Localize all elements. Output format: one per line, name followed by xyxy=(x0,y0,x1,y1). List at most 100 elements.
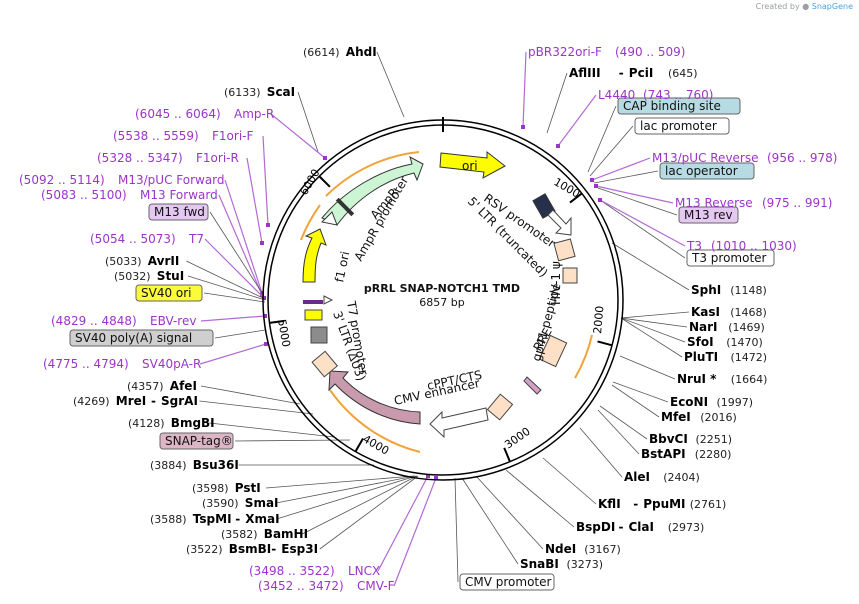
leader-bbvci xyxy=(599,405,648,440)
primer-ampr_p: Amp-R xyxy=(234,107,274,121)
primer-range-t7p: (5054 .. 5073) xyxy=(90,232,176,246)
leader-f1ori_f xyxy=(262,135,269,226)
feature-box-lacprom[interactable] xyxy=(634,117,730,135)
leader-avrii xyxy=(186,260,266,300)
leader-f1ori_r xyxy=(246,157,263,244)
primer-range-m13puc_f: (5092 .. 5114) xyxy=(19,173,105,187)
leader-m13_f xyxy=(218,194,263,296)
feature-sv40polya: SV40 poly(A) signal xyxy=(75,331,192,345)
arc-gp41 xyxy=(574,334,593,379)
feature-box-m13rev[interactable] xyxy=(678,206,739,224)
leader-stui xyxy=(187,275,266,301)
feature-box-lacop[interactable] xyxy=(659,162,755,180)
tick-mark-5000 xyxy=(269,319,285,324)
cppt-feature[interactable] xyxy=(486,393,514,421)
tick-mark-2000 xyxy=(597,340,613,347)
feature-m13fwd: M13 fwd xyxy=(154,205,205,219)
enzyme-kasi: KasI xyxy=(691,305,720,319)
primer-site-t7p xyxy=(262,296,266,300)
site-position-nrui: (1664) xyxy=(731,373,768,386)
tick-mark-1000 xyxy=(569,192,583,204)
sv40-ori-feature[interactable] xyxy=(304,309,323,321)
site-position-scai: (6133) xyxy=(224,86,261,99)
plasmid-name: pRRL SNAP-NOTCH1 TMD xyxy=(364,282,520,295)
feature-box-snaptag[interactable] xyxy=(159,432,234,450)
leader-bmgbi xyxy=(209,422,335,438)
leader-ampr_p xyxy=(270,113,326,159)
enzyme-alei: AleI xyxy=(624,470,650,484)
leader-snabi xyxy=(461,477,519,565)
ltr5-feature[interactable] xyxy=(553,238,576,262)
leader-mfei xyxy=(611,384,660,418)
site-position-smai: (3590) xyxy=(202,497,239,510)
leader-cmvf xyxy=(393,477,437,587)
primer-m13_f: M13 Forward xyxy=(140,188,218,202)
gp41-feature[interactable] xyxy=(523,376,542,395)
m13fwd-feature[interactable] xyxy=(303,300,323,304)
f1ori-label: f1 ori xyxy=(332,250,352,284)
enzyme-ahdi: AhdI xyxy=(346,45,377,59)
leader-cap xyxy=(587,105,617,173)
ori-feature[interactable] xyxy=(439,150,506,179)
leader-afliii xyxy=(546,72,568,134)
snapgene-credit: Created by ● SnapGene xyxy=(756,2,853,11)
enzyme2-mrei: SgrAI xyxy=(161,394,198,408)
tick-label-1000: 1000 xyxy=(552,175,583,200)
feature-box-sv40ori[interactable] xyxy=(135,284,203,302)
feature-box-cap[interactable] xyxy=(617,97,741,115)
scale-ticks xyxy=(269,175,613,463)
primer-m13puc_f: M13/pUC Forward xyxy=(118,173,225,187)
primer-site-pbr322 xyxy=(521,125,525,129)
enzyme-stui: StuI xyxy=(157,269,184,283)
primer-l4440: L4440 xyxy=(598,88,635,102)
leader-nari xyxy=(620,317,688,328)
snap-tag-feature[interactable] xyxy=(328,370,421,425)
t7-promoter-feature[interactable] xyxy=(323,295,334,305)
tick-label-5000: 5000 xyxy=(275,318,293,348)
feature-box-sv40polya[interactable] xyxy=(69,329,214,347)
feature-box-t3prom[interactable] xyxy=(686,249,775,267)
rsv-promoter-feature[interactable] xyxy=(547,209,572,236)
site-position-sphi: (1148) xyxy=(730,284,767,297)
primer-range-lncx: (3498 .. 3522) xyxy=(249,564,335,578)
ampr-marker xyxy=(335,197,355,217)
sep-bspdi: - xyxy=(619,520,624,534)
feature-box-cmvprom[interactable] xyxy=(459,573,555,591)
leader-ndei xyxy=(475,475,544,550)
f1ori-feature[interactable] xyxy=(302,228,327,283)
site-position-bstapi: (2280) xyxy=(695,448,732,461)
site-position-kfli: (2761) xyxy=(690,498,727,511)
enzyme-psti: PstI xyxy=(235,481,261,495)
site-position-bmgbi: (4128) xyxy=(128,417,165,430)
rre-feature[interactable] xyxy=(538,334,568,368)
hiv-psi-feature[interactable] xyxy=(562,267,578,284)
tick-label-6000: 6000 xyxy=(297,167,322,198)
sep-tspmi: - xyxy=(235,512,240,526)
site-position-alei: (2404) xyxy=(663,471,700,484)
leader-t3prom xyxy=(599,199,686,259)
primer-range-f1ori_r: (5328 .. 5347) xyxy=(97,151,183,165)
enzyme-avrii: AvrII xyxy=(148,254,180,268)
site-position-snabi: (3273) xyxy=(567,558,604,571)
enzyme-mfei: MfeI xyxy=(661,410,691,424)
primer-site-ebvrev xyxy=(263,314,267,318)
enzyme-nari: NarI xyxy=(689,320,718,334)
credit-brand: SnapGene xyxy=(811,2,853,11)
primer-m13r: M13 Reverse xyxy=(675,196,753,210)
primer-site-m13_f xyxy=(260,293,264,297)
sv40-polya-feature[interactable] xyxy=(310,326,328,344)
ampr-promoter-feature[interactable] xyxy=(320,211,338,226)
site-position-stui: (5032) xyxy=(114,270,151,283)
primer-range-m13pucr: (956 .. 978) xyxy=(767,151,837,165)
primer-site-m13r xyxy=(594,184,598,188)
leader-snaptag xyxy=(234,439,351,442)
feature-box-m13fwd[interactable] xyxy=(148,203,209,221)
leader-sphi xyxy=(611,242,690,291)
leader-afei xyxy=(200,385,301,405)
enzyme-ndei: NdeI xyxy=(545,542,576,556)
cmv-enhancer-feature[interactable] xyxy=(429,407,489,439)
ltr3-feature[interactable] xyxy=(311,350,339,378)
primer-site-sv40par xyxy=(264,342,268,346)
leader-m13rev xyxy=(597,187,678,216)
leader-sv40par xyxy=(199,343,267,365)
